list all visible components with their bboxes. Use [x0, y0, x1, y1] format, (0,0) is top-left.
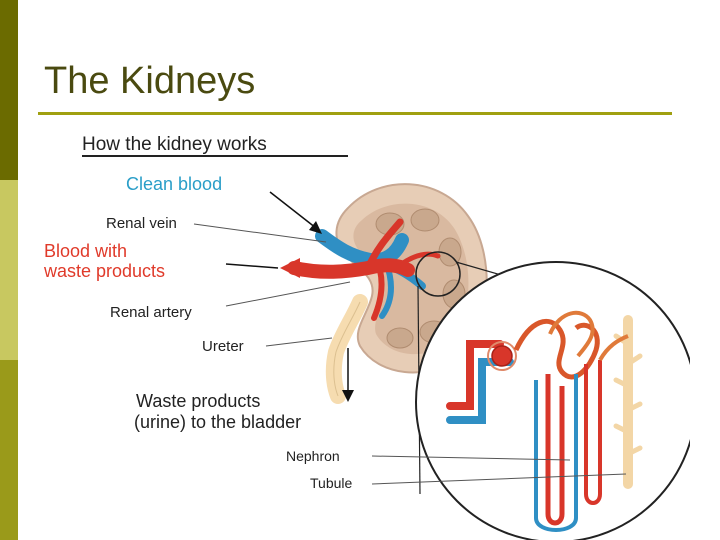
inset-circle: [415, 261, 690, 540]
connecting-tubule: [598, 334, 629, 362]
label-nephron: Nephron: [286, 448, 340, 464]
ureter-edge: [333, 301, 361, 397]
label-waste-2: (urine) to the bladder: [134, 412, 301, 432]
artery-branch: [393, 251, 441, 271]
ureter-pointer: [265, 337, 333, 347]
tubule-pointer: [371, 473, 627, 485]
label-blood-with-waste-2: waste products: [43, 261, 165, 281]
diagram-heading: How the kidney works: [82, 134, 267, 155]
glomerulus: [491, 345, 513, 367]
sidebar-segment-mid: [0, 360, 18, 540]
bowman-capsule: [487, 341, 517, 371]
sidebar-segment-light: [0, 180, 18, 360]
inset-artery: [446, 340, 504, 410]
artery-arrowhead: [280, 258, 300, 278]
vasa-recta: [534, 374, 578, 532]
duct-branches: [613, 333, 643, 457]
artery-branch: [371, 267, 385, 321]
ureter: [325, 294, 368, 404]
distal-tubule: [548, 310, 595, 358]
label-waste-1: Waste products: [136, 391, 260, 411]
waste-arrowhead: [342, 390, 354, 402]
sidebar-accent: [0, 0, 18, 540]
title-underline: [38, 112, 672, 115]
loop-of-henle-2: [584, 360, 602, 505]
nephron-highlight-circle: [415, 251, 461, 297]
label-renal-artery: Renal artery: [110, 304, 192, 321]
renal-artery: [287, 258, 415, 279]
renal-vein-pointer: [193, 223, 327, 243]
clean-blood-arrow: [269, 191, 317, 229]
kidney-diagram: How the kidney works: [43, 134, 690, 540]
slide-title: The Kidneys: [44, 60, 256, 102]
nephron-pointer: [371, 455, 571, 461]
sidebar-segment-dark: [0, 0, 18, 180]
label-clean-blood: Clean blood: [126, 174, 222, 194]
label-blood-with-waste-1: Blood with: [44, 241, 127, 261]
proximal-tubule: [513, 318, 600, 380]
nephron-inset: [415, 261, 690, 540]
label-renal-vein: Renal vein: [106, 215, 177, 232]
label-tubule: Tubule: [310, 475, 353, 491]
clean-blood-arrowhead: [309, 221, 322, 234]
label-ureter: Ureter: [202, 338, 244, 355]
renal-artery-pointer: [225, 281, 351, 307]
artery-branch: [364, 218, 404, 272]
blood-waste-arrow: [225, 263, 279, 269]
loop-of-henle: [545, 374, 565, 526]
